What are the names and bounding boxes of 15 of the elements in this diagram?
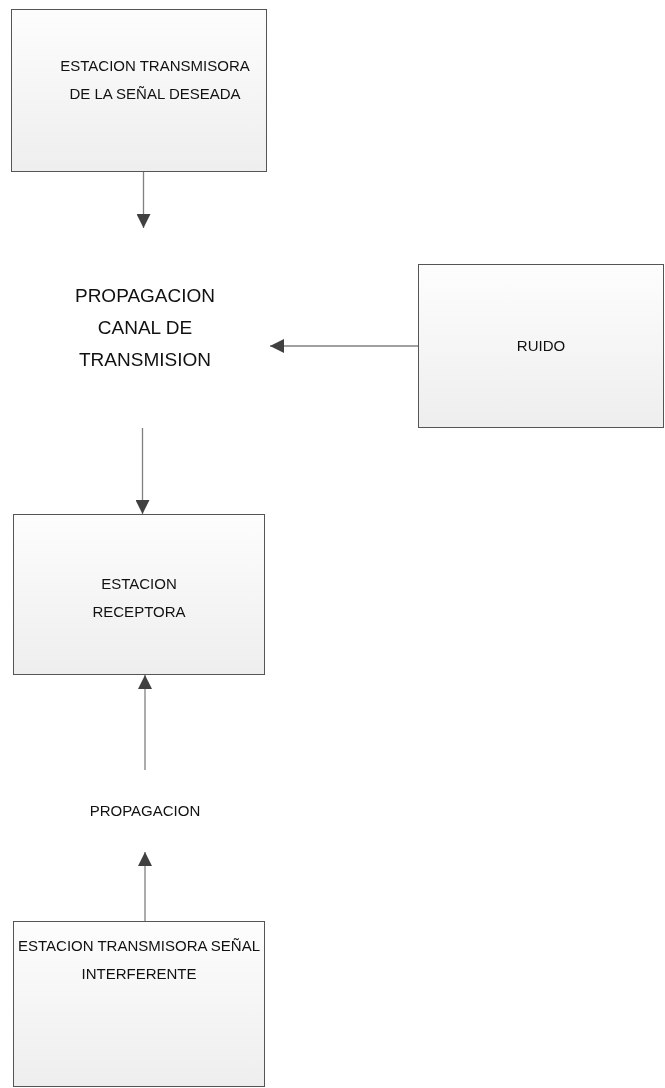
box-text: ESTACION RECEPTORA [91, 574, 187, 622]
box-text: RUIDO [516, 336, 566, 356]
arrow [269, 339, 419, 353]
interferer-box [13, 921, 265, 1087]
channel-label: PROPAGACION CANAL DE TRANSMISION [74, 284, 216, 372]
noise-box [418, 264, 664, 428]
arrow [135, 427, 150, 515]
arrow [136, 171, 151, 229]
receiver-box [13, 514, 265, 675]
station-box [11, 9, 267, 172]
propagation-label: PROPAGACION [89, 801, 201, 821]
arrow [138, 674, 152, 771]
arrow [138, 851, 152, 922]
box-text: ESTACION TRANSMISORA DE LA SEÑAL DESEADA [59, 56, 251, 104]
box-text: ESTACION TRANSMISORA SEÑAL INTERFERENTE [18, 936, 260, 984]
